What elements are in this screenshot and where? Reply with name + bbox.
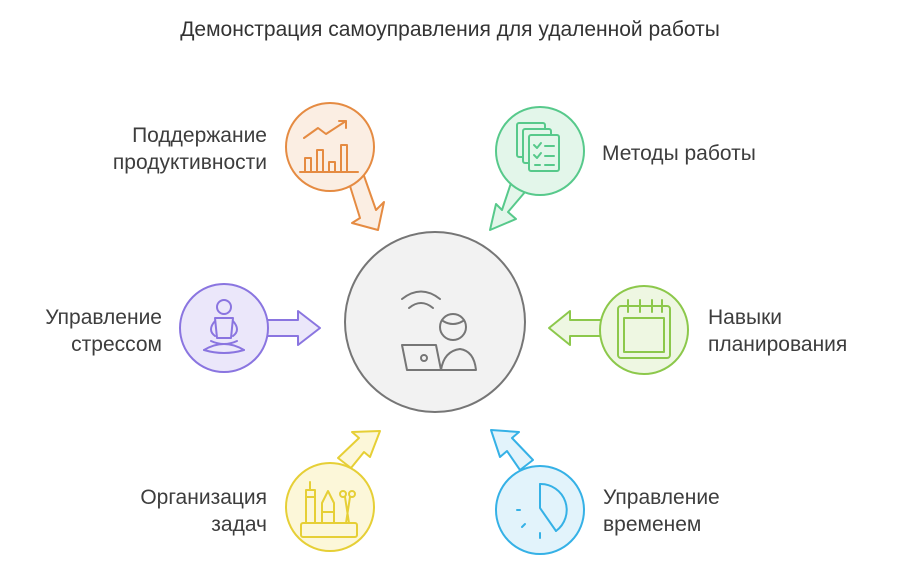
organizer-icon xyxy=(300,481,358,538)
label-tasks: Организация задач xyxy=(60,484,267,538)
center-node xyxy=(344,231,526,413)
remote-worker-icon xyxy=(401,290,477,371)
label-planning: Навыки планирования xyxy=(708,304,898,358)
node-time xyxy=(490,429,585,555)
label-planning-line-2: планирования xyxy=(708,333,848,356)
arrow-tasks xyxy=(337,430,381,469)
label-tasks-line-1: Организация xyxy=(140,486,267,509)
label-stress-line-2: стрессом xyxy=(71,333,162,356)
calendar-icon xyxy=(617,299,671,359)
checklist-icon xyxy=(516,122,560,172)
label-methods-line-1: Методы работы xyxy=(602,142,756,165)
node-methods xyxy=(489,106,585,231)
label-methods: Методы работы xyxy=(602,140,842,167)
timer-icon xyxy=(516,482,568,539)
arrow-productivity xyxy=(349,172,385,231)
node-stress xyxy=(179,283,321,373)
arrow-time xyxy=(490,429,534,471)
chart-growth-icon xyxy=(299,120,359,173)
label-stress-line-1: Управление xyxy=(45,306,162,329)
label-productivity-line-1: Поддержание xyxy=(132,124,267,147)
label-time-line-1: Управление xyxy=(603,486,720,509)
arrow-planning xyxy=(548,310,605,346)
label-productivity: Поддержание продуктивности xyxy=(60,122,267,176)
label-time-line-2: временем xyxy=(603,513,702,536)
node-tasks xyxy=(285,430,381,552)
label-time: Управление временем xyxy=(603,484,843,538)
label-productivity-line-2: продуктивности xyxy=(112,151,267,174)
arrow-methods xyxy=(489,179,526,231)
node-productivity xyxy=(285,102,385,231)
label-tasks-line-2: задач xyxy=(211,513,267,536)
diagram-title: Демонстрация самоуправления для удаленно… xyxy=(180,18,720,41)
node-planning xyxy=(548,285,689,375)
label-stress: Управление стрессом xyxy=(0,304,162,358)
arrow-stress xyxy=(261,310,321,346)
meditation-icon xyxy=(203,299,245,354)
label-planning-line-1: Навыки xyxy=(708,306,783,329)
